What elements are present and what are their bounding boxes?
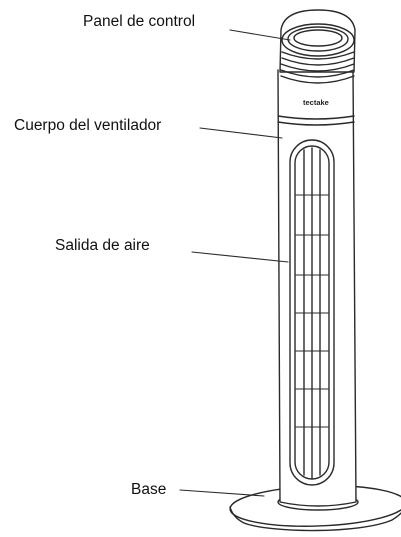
- label-base: Base: [131, 481, 167, 498]
- label-air-outlet: Salida de aire: [55, 237, 150, 254]
- leader-base: [179, 489, 265, 497]
- label-control-panel: Panel de control: [83, 13, 196, 30]
- air-outlet-part: [289, 139, 335, 486]
- leader-air-outlet: [191, 251, 289, 263]
- control-panel-part: [279, 9, 356, 84]
- leader-control-panel: [229, 29, 291, 41]
- brand-logo: tectake: [303, 98, 329, 107]
- label-fan-body: Cuerpo del ventilador: [14, 117, 162, 134]
- leader-lines: [179, 29, 291, 497]
- leader-fan-body: [199, 127, 283, 139]
